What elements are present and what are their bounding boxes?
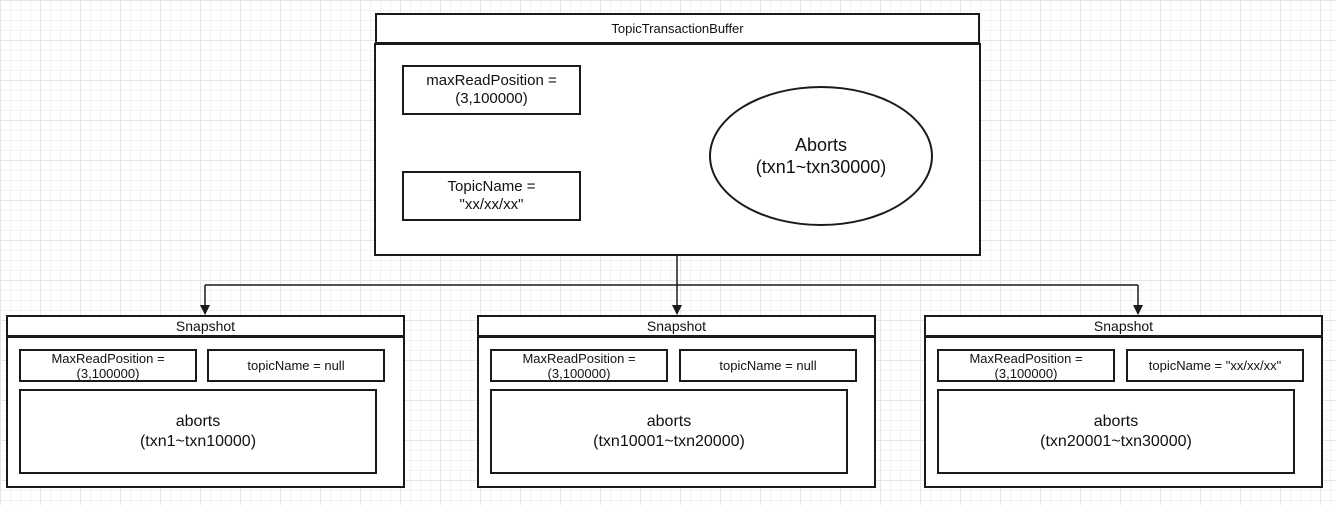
snapshot-2-aborts-text: aborts (txn10001~txn20000): [593, 412, 745, 450]
snapshot-2-topic-name: topicName = null: [679, 349, 857, 382]
snapshot-2-title: Snapshot: [477, 315, 876, 337]
snapshot-2-title-text: Snapshot: [646, 318, 707, 334]
transaction-buffer-topic-name-text: TopicName = "xx/xx/xx": [447, 178, 536, 213]
snapshot-1-max-read-position-text: MaxReadPosition = (3,100000): [51, 350, 165, 381]
snapshot-3-max-read-position: MaxReadPosition = (3,100000): [937, 349, 1115, 382]
snapshot-3-topic-name: topicName = "xx/xx/xx": [1126, 349, 1304, 382]
transaction-buffer-topic-name: TopicName = "xx/xx/xx": [402, 171, 581, 221]
transaction-buffer-max-read-position-text: maxReadPosition = (3,100000): [426, 72, 557, 107]
snapshot-2-max-read-position-text: MaxReadPosition = (3,100000): [522, 350, 636, 381]
snapshot-3-title: Snapshot: [924, 315, 1323, 337]
snapshot-3-aborts: aborts (txn20001~txn30000): [937, 389, 1295, 474]
snapshot-2-aborts: aborts (txn10001~txn20000): [490, 389, 848, 474]
transaction-buffer-max-read-position: maxReadPosition = (3,100000): [402, 65, 581, 115]
snapshot-3-topic-name-text: topicName = "xx/xx/xx": [1148, 358, 1282, 373]
snapshot-1-topic-name-text: topicName = null: [247, 358, 345, 373]
snapshot-2-max-read-position: MaxReadPosition = (3,100000): [490, 349, 668, 382]
snapshot-1-title: Snapshot: [6, 315, 405, 337]
snapshot-1-topic-name: topicName = null: [207, 349, 385, 382]
snapshot-1-aborts-text: aborts (txn1~txn10000): [139, 412, 257, 450]
snapshot-2-topic-name-text: topicName = null: [719, 358, 817, 373]
snapshot-3-aborts-text: aborts (txn20001~txn30000): [1040, 412, 1192, 450]
transaction-buffer-aborts-text: Aborts (txn1~txn30000): [755, 135, 887, 177]
snapshot-1-aborts: aborts (txn1~txn10000): [19, 389, 377, 474]
snapshot-3-max-read-position-text: MaxReadPosition = (3,100000): [969, 350, 1083, 381]
snapshot-1-title-text: Snapshot: [175, 318, 236, 334]
transaction-buffer-title-text: TopicTransactionBuffer: [611, 21, 744, 36]
transaction-buffer-aborts-ellipse: Aborts (txn1~txn30000): [709, 86, 933, 226]
snapshot-3-title-text: Snapshot: [1093, 318, 1154, 334]
snapshot-1-max-read-position: MaxReadPosition = (3,100000): [19, 349, 197, 382]
transaction-buffer-title: TopicTransactionBuffer: [375, 13, 980, 44]
